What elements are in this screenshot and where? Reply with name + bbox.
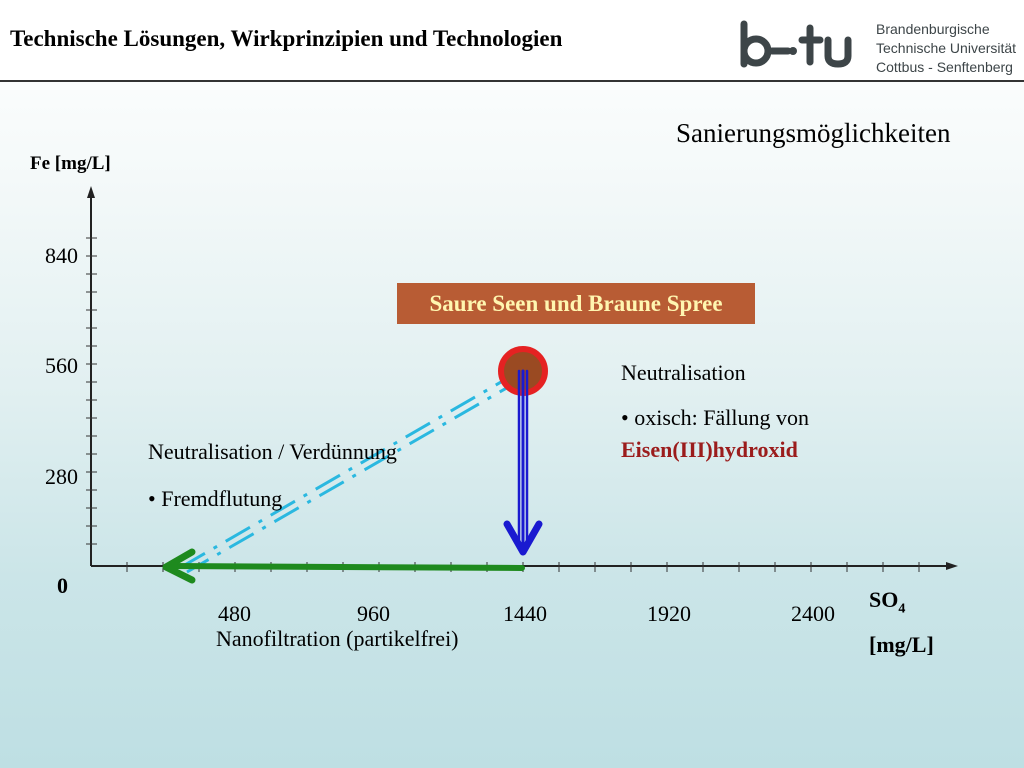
slide-title: Sanierungsmöglichkeiten: [676, 118, 951, 148]
left-note-bullet: • Fremdflutung: [148, 486, 283, 511]
right-note-heading: Neutralisation: [621, 360, 746, 385]
x-axis-title-text: SO: [869, 587, 899, 612]
btu-logo: [740, 20, 852, 68]
y-axis-ticks: [86, 237, 97, 545]
university-name: Brandenburgische Technische Universität …: [876, 20, 1016, 77]
nanofiltration-arrow: [162, 548, 525, 584]
university-line-2: Technische Universität: [876, 40, 1017, 56]
y-tick-label: 560: [45, 353, 78, 378]
x-axis-arrowhead: [946, 562, 958, 570]
y-axis-title: Fe [mg/L]: [30, 153, 111, 174]
state-label-box: Saure Seen und Braune Spree: [397, 283, 755, 324]
x-axis-unit: [mg/L]: [869, 632, 934, 657]
y-tick-label: 280: [45, 464, 78, 489]
university-line-3: Cottbus - Senftenberg: [876, 59, 1013, 75]
x-tick-label: 2400: [791, 601, 835, 626]
left-note-heading: Neutralisation / Verdünnung: [148, 439, 397, 464]
x-tick-label: 960: [357, 601, 390, 626]
header: Technische Lösungen, Wirkprinzipien und …: [0, 0, 1024, 82]
x-tick-label: 1440: [503, 601, 547, 626]
y-tick-label: 840: [45, 243, 78, 268]
x-tick-label: 480: [218, 601, 251, 626]
origin-label: 0: [57, 573, 68, 598]
x-axis-subscript: 4: [898, 601, 906, 617]
header-title: Technische Lösungen, Wirkprinzipien und …: [10, 26, 563, 51]
y-axis-arrowhead: [87, 186, 95, 198]
neutralisation-arrow: [503, 369, 543, 556]
x-tick-label: 1920: [647, 601, 691, 626]
x-axis-title: SO4: [869, 587, 905, 617]
right-note-bullet: • oxisch: Fällung von: [621, 405, 809, 430]
university-line-1: Brandenburgische: [876, 21, 990, 37]
right-note-emphasis: Eisen(III)hydroxid: [621, 437, 798, 462]
dilution-path: [182, 369, 525, 574]
bottom-note: Nanofiltration (partikelfrei): [216, 626, 459, 651]
